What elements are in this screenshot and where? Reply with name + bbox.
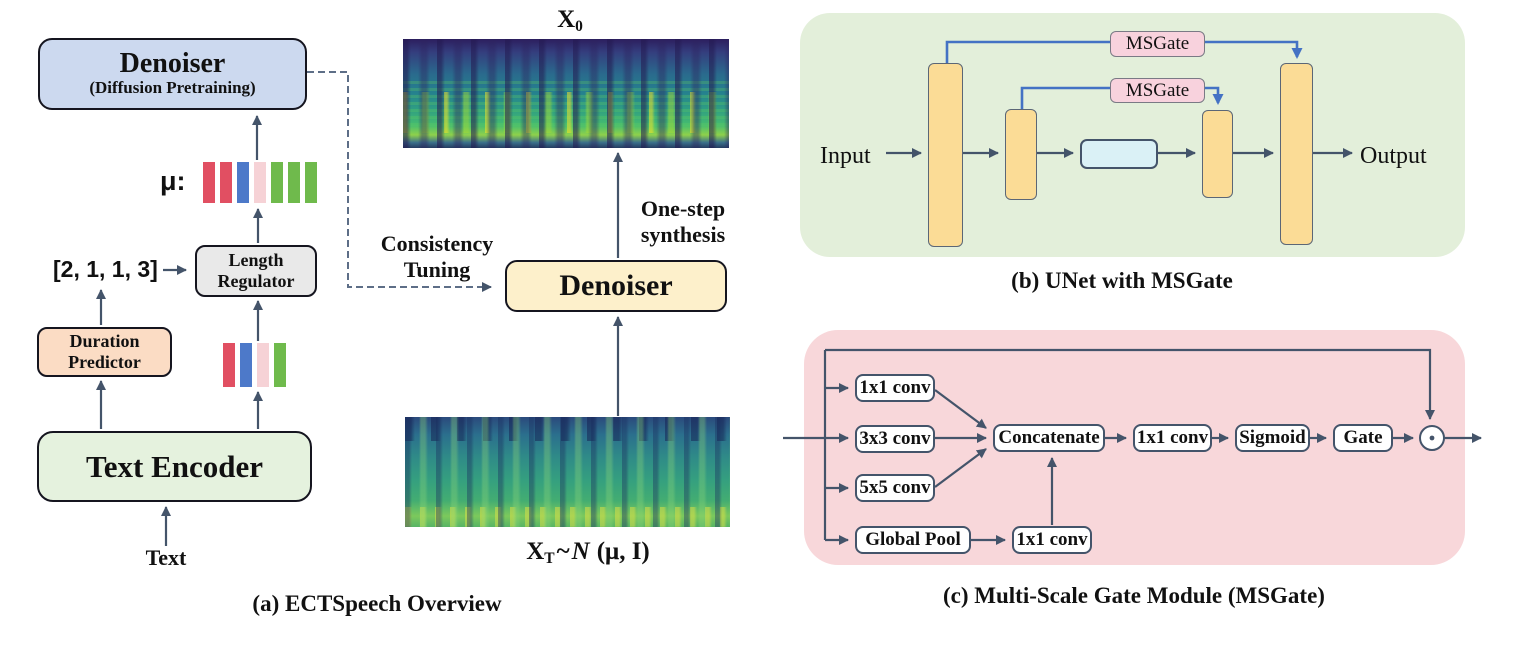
caption-panel-b: (b) UNet with MSGate <box>1011 268 1233 293</box>
xt-base: X <box>526 538 545 565</box>
xt-subscript: T <box>544 549 555 567</box>
denoiser-consistency-box: Denoiser <box>505 260 727 312</box>
feature-bar <box>240 343 252 387</box>
normal-distribution-symbol: N <box>571 538 590 565</box>
one-step-synthesis-label: One-step synthesis <box>640 196 726 248</box>
caption-panel-c: (c) Multi-Scale Gate Module (MSGate) <box>943 583 1325 608</box>
encoded-feature-bars <box>223 343 286 387</box>
duration-sequence-label: [2, 1, 1, 3] <box>53 256 158 282</box>
concatenate-box: Concatenate <box>993 424 1105 452</box>
xt-tilde: ~ <box>556 538 570 565</box>
x0-subscript: 0 <box>575 17 583 35</box>
feature-bar <box>288 162 300 203</box>
global-pool-box: Global Pool <box>855 526 971 554</box>
unet-decoder-block-2 <box>1280 63 1313 245</box>
denoiser-pretraining-title: Denoiser <box>119 48 226 80</box>
gate-box: Gate <box>1333 424 1393 452</box>
mu-feature-bars <box>203 162 317 203</box>
feature-bar <box>220 162 232 203</box>
length-regulator-box: Length Regulator <box>195 245 317 297</box>
feature-bar <box>271 162 283 203</box>
mel-spectrogram-x0 <box>403 39 729 148</box>
xt-arguments: (μ, I) <box>596 538 650 565</box>
denoiser-pretraining-subtitle: (Diffusion Pretraining) <box>89 77 256 97</box>
xt-distribution-label: XT~N(μ, I) <box>478 538 698 568</box>
feature-bar <box>223 343 235 387</box>
unet-encoder-block-1 <box>928 63 963 247</box>
conv-1x1-fuse-box: 1x1 conv <box>1133 424 1212 452</box>
unet-input-label: Input <box>820 143 871 169</box>
consistency-tuning-label: Consistency Tuning <box>380 231 494 283</box>
unet-encoder-block-2 <box>1005 109 1037 200</box>
unet-bottleneck-block <box>1080 139 1158 169</box>
unet-decoder-block-1 <box>1202 110 1233 198</box>
feature-bar <box>203 162 215 203</box>
x0-label: X0 <box>538 6 602 36</box>
feature-bar <box>254 162 266 203</box>
caption-panel-a: (a) ECTSpeech Overview <box>252 591 502 616</box>
denoiser-pretraining-box: Denoiser (Diffusion Pretraining) <box>38 38 307 110</box>
mu-label: μ: <box>160 166 186 196</box>
x0-base: X <box>557 6 576 33</box>
conv-5x5-branch-box: 5x5 conv <box>855 474 935 502</box>
msgate-box-outer: MSGate <box>1110 31 1205 57</box>
conv-1x1-branch-box: 1x1 conv <box>855 374 935 402</box>
feature-bar <box>305 162 317 203</box>
feature-bar <box>274 343 286 387</box>
feature-bar <box>257 343 269 387</box>
duration-predictor-box: Duration Predictor <box>37 327 172 377</box>
conv-3x3-branch-box: 3x3 conv <box>855 425 935 453</box>
text-input-label: Text <box>145 545 187 570</box>
sigmoid-box: Sigmoid <box>1235 424 1310 452</box>
noisy-spectrogram-xt <box>405 417 730 527</box>
unet-output-label: Output <box>1360 143 1427 169</box>
text-encoder-box: Text Encoder <box>37 431 312 502</box>
feature-bar <box>237 162 249 203</box>
msgate-box-inner: MSGate <box>1110 78 1205 103</box>
conv-1x1-after-pool-box: 1x1 conv <box>1012 526 1092 554</box>
